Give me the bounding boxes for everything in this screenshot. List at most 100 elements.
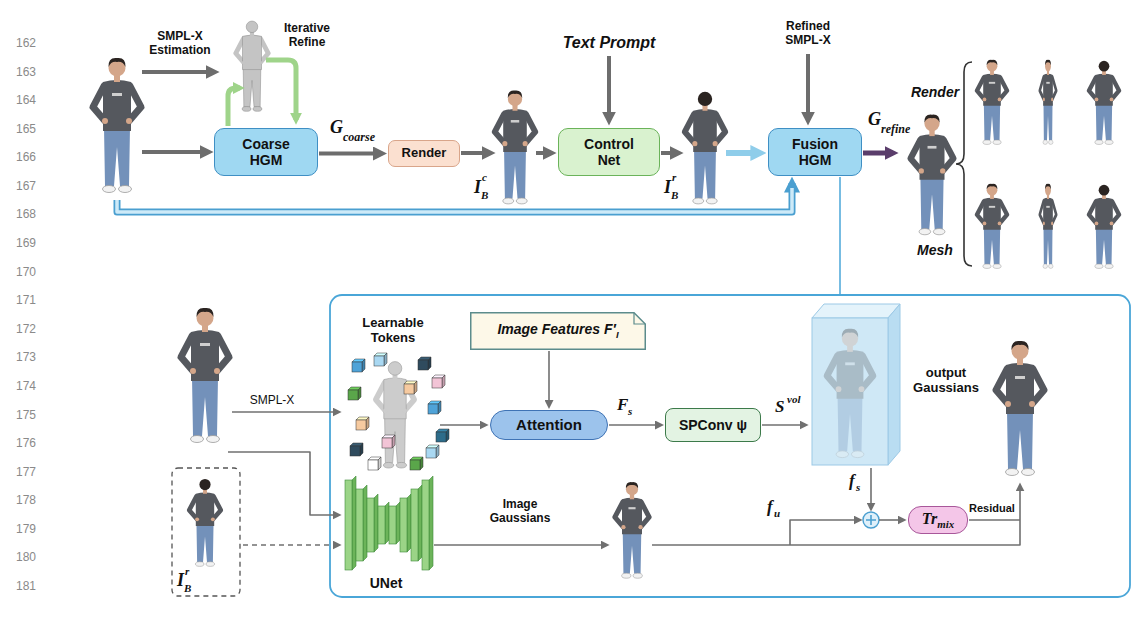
line-number: 177 xyxy=(16,466,36,480)
hand xyxy=(1029,401,1035,407)
legs xyxy=(920,176,943,229)
logo xyxy=(1046,206,1049,208)
cube-side xyxy=(414,381,417,394)
math-symbol: G xyxy=(330,118,343,136)
process-box: Render xyxy=(388,140,460,167)
unet-slab xyxy=(367,498,374,552)
logo xyxy=(200,343,210,346)
legs xyxy=(504,149,526,199)
torso xyxy=(191,330,219,381)
person-figure xyxy=(977,184,1007,269)
hand xyxy=(998,222,1002,226)
cube-front xyxy=(348,390,358,400)
process-box: Control Net xyxy=(558,128,660,176)
cube-side xyxy=(366,417,369,430)
arrow xyxy=(536,151,551,155)
torso xyxy=(920,134,945,180)
hand xyxy=(859,386,865,392)
hair xyxy=(842,329,858,338)
torso xyxy=(196,492,214,526)
torso xyxy=(503,109,527,152)
node-text: Trmix xyxy=(922,510,954,531)
node-label: Attention xyxy=(516,416,582,433)
hair xyxy=(196,308,213,317)
person-figure xyxy=(93,58,141,193)
token-cube xyxy=(404,381,417,394)
note-outline xyxy=(471,313,646,350)
legs xyxy=(623,531,642,573)
person-figure xyxy=(376,362,414,468)
shoe xyxy=(1006,469,1019,476)
logo xyxy=(1015,376,1025,379)
hand xyxy=(214,368,220,374)
shoe xyxy=(1105,140,1113,144)
subscript: I xyxy=(616,329,619,340)
hand xyxy=(919,168,924,173)
shoe xyxy=(207,436,220,443)
shoe xyxy=(1043,140,1047,144)
line-number: 169 xyxy=(16,237,36,251)
text-label: SMPL-X Estimation xyxy=(145,30,215,58)
text-label: Iterative Refine xyxy=(276,22,338,50)
text-label: Image Gaussians xyxy=(485,498,555,526)
arrow xyxy=(228,452,338,515)
volume-top xyxy=(812,304,900,318)
hand xyxy=(242,61,246,65)
node-label: Coarse HGM xyxy=(242,136,289,168)
node-label: Image Features F′ xyxy=(497,321,616,337)
node-text: Render xyxy=(402,146,447,161)
attention-box: Attention xyxy=(490,410,608,440)
hand xyxy=(502,141,507,146)
hand xyxy=(1051,222,1053,226)
line-number: 178 xyxy=(16,494,36,508)
person-figure xyxy=(827,329,873,458)
shoe xyxy=(103,186,116,193)
torso xyxy=(983,198,1001,230)
plus-sign xyxy=(866,515,876,525)
conv-box: SPConv ψ xyxy=(665,408,761,442)
text-label: Learnable Tokens xyxy=(354,316,432,346)
text-label: SMPL-X xyxy=(242,394,302,408)
shoe xyxy=(933,229,945,235)
arrow xyxy=(969,519,1020,521)
arrow xyxy=(726,150,760,156)
text-label: Residual xyxy=(964,502,1020,515)
legs xyxy=(984,227,1000,264)
shoe xyxy=(1022,469,1035,476)
unet-slab xyxy=(345,480,352,570)
torso xyxy=(693,109,717,152)
node-text: SPConv ψ xyxy=(679,417,747,433)
arrow xyxy=(863,151,893,156)
note-fold xyxy=(634,313,645,324)
person-figure xyxy=(996,341,1044,476)
unet-slab xyxy=(411,489,418,561)
line-number: 166 xyxy=(16,151,36,165)
feedback-arrow xyxy=(117,188,792,212)
torso xyxy=(1006,363,1034,414)
hand xyxy=(713,141,718,146)
cube-front xyxy=(410,460,420,470)
text-label: Mesh xyxy=(905,242,965,258)
person-figure xyxy=(189,479,221,566)
cube-side xyxy=(360,443,363,456)
math-symbol: I xyxy=(474,178,481,196)
hand xyxy=(1051,98,1053,102)
hand xyxy=(126,118,132,124)
shoe xyxy=(851,451,863,458)
math-symbol: B xyxy=(481,190,488,201)
hand xyxy=(1005,401,1011,407)
shoe xyxy=(516,198,527,204)
mixer-box: Trmix xyxy=(908,506,968,535)
line-number: 167 xyxy=(16,180,36,194)
head xyxy=(698,92,712,106)
hand xyxy=(523,141,528,146)
legs xyxy=(838,395,863,451)
green-arrow xyxy=(266,60,296,120)
cube-side xyxy=(442,375,445,388)
unet-slab-side xyxy=(429,476,433,570)
torso xyxy=(837,350,864,399)
hand xyxy=(258,61,262,65)
logo xyxy=(928,146,937,149)
arrow xyxy=(870,468,872,508)
logo xyxy=(989,206,995,208)
